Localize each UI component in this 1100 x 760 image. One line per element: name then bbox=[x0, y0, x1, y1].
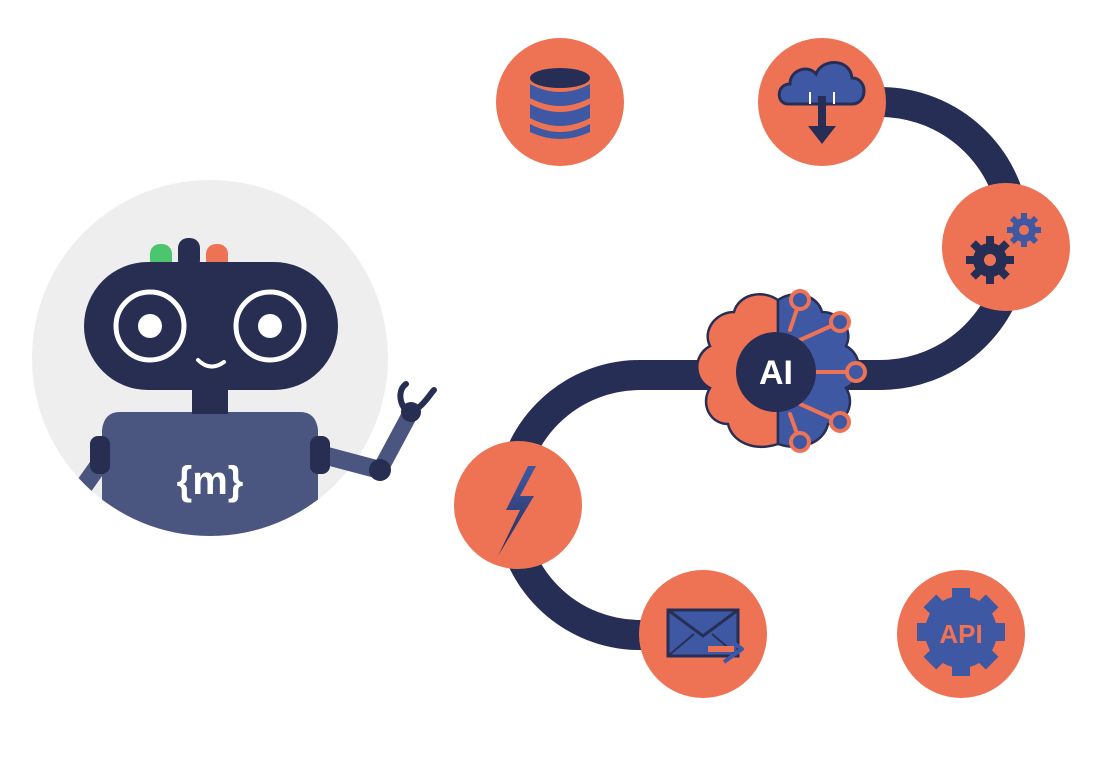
robot-left-shoulder bbox=[90, 436, 110, 474]
robot-right-eye bbox=[233, 289, 307, 363]
robot-left-eye bbox=[113, 289, 187, 363]
robot-smile bbox=[196, 358, 226, 369]
robot-chest-logo: {m} bbox=[177, 459, 244, 503]
email-send-icon bbox=[666, 608, 744, 664]
step-lightning bbox=[454, 441, 582, 569]
step-gears bbox=[942, 183, 1070, 311]
robot-head bbox=[84, 262, 338, 390]
robot-torso bbox=[102, 412, 318, 536]
ai-brain-icon bbox=[696, 289, 867, 453]
robot-mascot: {m} bbox=[32, 180, 437, 536]
ai-label: AI bbox=[759, 354, 793, 392]
step-api-gear: API bbox=[897, 570, 1025, 698]
step-cloud-download bbox=[758, 38, 886, 166]
api-gear-icon bbox=[917, 588, 1005, 676]
step-ai-brain: AI bbox=[696, 289, 867, 453]
robot-right-shoulder bbox=[310, 436, 330, 474]
cloud-download-icon bbox=[777, 61, 866, 144]
gears-icon bbox=[966, 213, 1041, 284]
api-label: API bbox=[939, 619, 982, 649]
database-icon bbox=[530, 68, 590, 139]
step-email-send bbox=[639, 570, 767, 698]
step-database bbox=[496, 38, 624, 166]
